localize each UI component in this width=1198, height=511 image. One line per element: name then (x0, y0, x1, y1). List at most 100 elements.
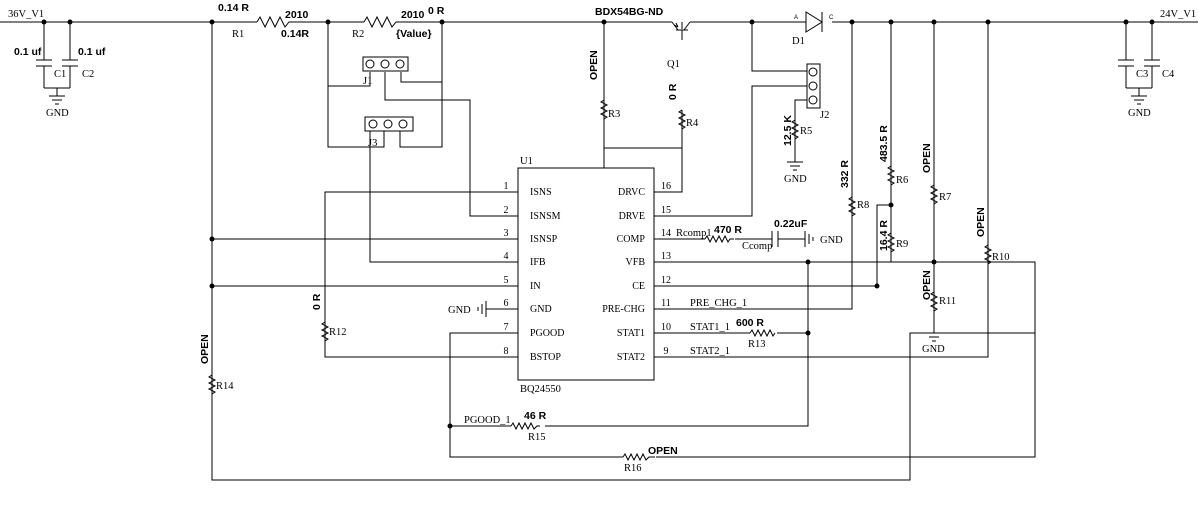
ic-u1-pins (498, 191, 676, 358)
pin-9-num: 9 (664, 346, 669, 357)
r12-symbol (320, 321, 330, 342)
gnd-symbol-comp (804, 231, 814, 247)
r2-symbol (363, 15, 398, 29)
r3-value: OPEN (588, 50, 600, 80)
r11-value: OPEN (921, 270, 933, 300)
j2-ref: J2 (820, 110, 829, 121)
pin-13-num: 13 (661, 251, 671, 262)
r15-symbol (510, 421, 540, 431)
r1-symbol (256, 15, 292, 29)
pin-3-name: ISNSP (530, 234, 558, 245)
r3-symbol (599, 99, 609, 120)
pin-4-name: IFB (530, 257, 546, 268)
r4-symbol (677, 109, 687, 130)
q1-ref: Q1 (667, 59, 680, 70)
gnd-label-6: GND (448, 305, 471, 316)
r16-ref: R16 (624, 463, 642, 474)
pin-10-name: STAT1 (617, 328, 645, 339)
net-vin-label: 36V_V1 (8, 9, 44, 20)
gnd-label-2: GND (1128, 108, 1151, 119)
pin-12-name: CE (632, 281, 645, 292)
pin-10-num: 10 (661, 322, 671, 333)
r2-value: 0 R (428, 5, 445, 17)
r15-ref: R15 (528, 432, 546, 443)
d1-ref: D1 (792, 36, 805, 47)
r4-ref: R4 (686, 118, 699, 129)
r3-ref: R3 (608, 109, 620, 120)
pin-2-num: 2 (504, 205, 509, 216)
c1-value: 0.1 uf (14, 46, 42, 58)
rcomp-ref: Rcomp1 (676, 228, 712, 239)
diode-d1 (805, 11, 823, 33)
c3-ref: C3 (1136, 69, 1148, 80)
pin-6-num: 6 (504, 298, 509, 309)
r6-value: 483.5 R (878, 125, 890, 162)
ccomp-ref: Ccomp (742, 241, 772, 252)
ic-part: BQ24550 (520, 384, 561, 395)
pin-4-num: 4 (504, 251, 509, 262)
r9-value: 16.4 R (878, 220, 890, 251)
r1-extra: 0.14R (281, 28, 309, 40)
q1-part: BDX54BG-ND (595, 6, 664, 18)
d1-anode: A (794, 15, 798, 21)
pin-8-num: 8 (504, 346, 509, 357)
pin-15-name: DRVE (619, 211, 645, 222)
r10-ref: R10 (992, 252, 1010, 263)
r5-ref: R5 (800, 126, 812, 137)
r12-ref: R12 (329, 327, 347, 338)
r9-symbol (886, 232, 896, 253)
ccomp-symbol (771, 231, 779, 247)
r8-ref: R8 (857, 200, 869, 211)
pin-15-num: 15 (661, 205, 671, 216)
r10-value: OPEN (975, 207, 987, 237)
r7-symbol (929, 184, 939, 205)
net-pre-chg-label: PRE_CHG_1 (690, 298, 747, 309)
r8-value: 332 R (839, 160, 851, 188)
pin-6-name: GND (530, 304, 552, 315)
jumper-j3 (364, 116, 414, 132)
r16-symbol (622, 452, 655, 462)
r9-ref: R9 (896, 239, 908, 250)
pin-16-name: DRVC (618, 187, 645, 198)
r15-value: 46 R (524, 410, 547, 422)
pin-13-name: VFB (626, 257, 646, 268)
rcomp-value: 470 R (714, 224, 742, 236)
pin-8-name: BSTOP (530, 352, 561, 363)
r5-symbol (790, 119, 800, 140)
pin-16-num: 16 (661, 181, 671, 192)
pin-1-num: 1 (504, 181, 509, 192)
r12-value: 0 R (311, 293, 323, 310)
r14-value: OPEN (199, 334, 211, 364)
r1-pkg: 2010 (285, 9, 309, 21)
pin-11-num: 11 (661, 298, 671, 309)
ccomp-value: 0.22uF (774, 218, 808, 230)
pin-5-num: 5 (504, 275, 509, 286)
r10-symbol (983, 244, 993, 265)
ic-u1-body (517, 167, 655, 381)
gnd-label-5: GND (820, 235, 843, 246)
c4-ref: C4 (1162, 69, 1175, 80)
r11-symbol (929, 291, 939, 312)
pin-2-name: ISNSM (530, 211, 561, 222)
junction-dots (41, 19, 1155, 429)
r5-value: 12.5 K (782, 115, 794, 146)
r1-value: 0.14 R (218, 2, 249, 14)
r13-value: 600 R (736, 317, 764, 329)
rcomp-symbol (704, 234, 734, 244)
c2-value: 0.1 uf (78, 46, 106, 58)
pin-7-num: 7 (504, 322, 509, 333)
net-vout-label: 24V_V1 (1160, 9, 1196, 20)
r2-extra: {Value} (396, 28, 432, 40)
resistors (207, 15, 993, 462)
net-stat2-label: STAT2_1 (690, 346, 730, 357)
r14-ref: R14 (216, 381, 234, 392)
pin-11-name: PRE-CHG (602, 304, 645, 315)
pin-12-num: 12 (661, 275, 671, 286)
gnd-label-4: GND (922, 344, 945, 355)
pin-7-name: PGOOD (530, 328, 564, 339)
r4-value: 0 R (667, 83, 679, 100)
pin-14-num: 14 (661, 228, 671, 239)
c1-ref: C1 (54, 69, 66, 80)
r8-symbol (847, 196, 857, 217)
